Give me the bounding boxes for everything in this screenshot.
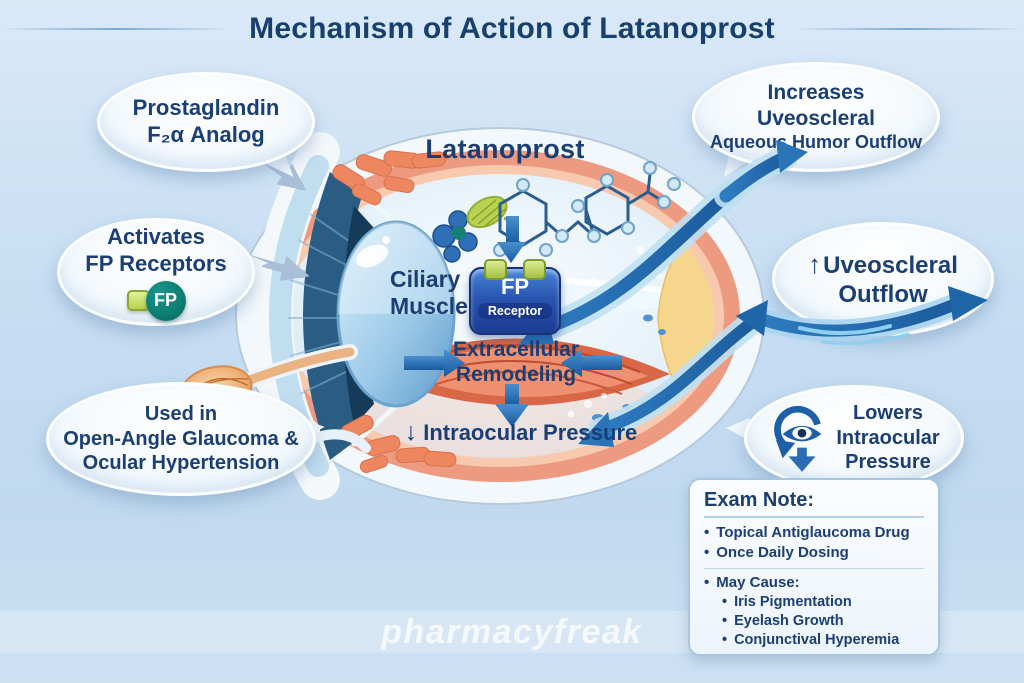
- fp-receptor-badge: FP Receptor: [469, 259, 561, 335]
- fp-circle-icon: FP: [145, 280, 186, 321]
- page-title: Mechanism of Action of Latanoprost: [249, 12, 775, 45]
- exam-note-header: Exam Note:: [704, 489, 924, 518]
- iop-label: ↓Intraocular Pressure: [398, 418, 644, 447]
- callout-line: Activates: [107, 224, 205, 250]
- title-rule-right: [792, 28, 1024, 30]
- remodeling-line1: Extracellular: [452, 338, 580, 361]
- up-arrow-icon: ↑: [808, 248, 822, 279]
- title-bar: Mechanism of Action of Latanoprost: [0, 12, 1024, 46]
- ciliary-line1: Ciliary: [390, 266, 461, 292]
- callout-line: FP Receptors: [85, 251, 227, 276]
- callout-line: Aqueous Humor Outflow: [710, 131, 922, 152]
- drug-label: Latanoprost: [425, 134, 585, 164]
- exam-note-item: • Topical Antiglaucoma Drug: [704, 524, 924, 541]
- bullet-icon: •: [722, 594, 728, 610]
- divider: [704, 568, 924, 569]
- watermark-text: pharmacyfreak: [381, 612, 643, 651]
- bullet-icon: •: [704, 524, 710, 541]
- exam-note-text: Topical Antiglaucoma Drug: [716, 524, 910, 541]
- bullet-icon: •: [722, 613, 728, 629]
- remodeling-line2: Remodeling: [455, 362, 577, 386]
- ciliary-line2: Muscle: [390, 293, 468, 320]
- bullet-icon: •: [704, 544, 710, 561]
- callout-text-block: Lowers Intraocular Pressure: [836, 401, 939, 474]
- iop-text: Intraocular Pressure: [423, 420, 638, 445]
- exam-note-item: • May Cause:: [704, 574, 924, 591]
- drug-to-receptor-arrow: [497, 216, 526, 263]
- remodeling-label: Extracellular Remodeling: [446, 338, 586, 388]
- callout-line: Outflow: [838, 281, 928, 309]
- callout-indications: Used in Open-Angle Glaucoma & Ocular Hyp…: [46, 382, 316, 496]
- exam-note-item: • Once Daily Dosing: [704, 544, 924, 561]
- callout-line: Ocular Hypertension: [82, 452, 280, 475]
- exam-note-text: Eyelash Growth: [734, 613, 844, 629]
- exam-note-text: Once Daily Dosing: [716, 544, 849, 561]
- receptor-binding-site-icon: [484, 259, 507, 280]
- receptor-binding-site-icon: [523, 259, 546, 280]
- callout-line: Increases: [767, 81, 865, 105]
- down-arrow-icon: ↓: [404, 418, 418, 446]
- callout-increases-outflow: Increases Uveoscleral Aqueous Humor Outf…: [692, 62, 940, 172]
- eye-pressure-icon: [774, 405, 822, 472]
- callout-line: Open-Angle Glaucoma &: [63, 427, 299, 450]
- ciliary-muscle-label: Ciliary Muscle: [390, 266, 494, 320]
- callout-prostaglandin-analog: Prostaglandin F₂α Analog: [97, 72, 315, 172]
- callout-line: Used in: [144, 403, 218, 426]
- callout-uveoscleral-outflow: ↑Uveoscleral Outflow: [772, 222, 994, 336]
- callout-activates-fp-receptors: Activates FP Receptors FP: [57, 218, 255, 326]
- bullet-icon: •: [704, 574, 710, 591]
- callout-line: Prostaglandin: [132, 95, 280, 121]
- fp-ligand-receptor-icon: FP: [126, 280, 186, 321]
- callout-line: Lowers: [852, 402, 923, 425]
- exam-note-text: May Cause:: [716, 574, 800, 591]
- latanoprost-molecule: [432, 161, 681, 263]
- callout-line: ↑Uveoscleral: [808, 249, 958, 281]
- callout-line: Pressure: [845, 451, 931, 474]
- callout-line: F₂α Analog: [147, 122, 265, 147]
- callout-line: Uveoscleral: [757, 107, 875, 131]
- exam-note-text: Conjunctival Hyperemia: [734, 632, 900, 648]
- exam-note-subitem: • Iris Pigmentation: [722, 594, 924, 610]
- fp-receptor-word: Receptor: [478, 303, 552, 319]
- callout-line: Intraocular: [836, 426, 940, 449]
- exam-note-text: Iris Pigmentation: [734, 594, 852, 610]
- exam-note-subitem: • Conjunctival Hyperemia: [722, 632, 924, 648]
- bullet-icon: •: [722, 632, 728, 648]
- remodeling-arrows: [404, 349, 622, 427]
- exam-note-subitem: • Eyelash Growth: [722, 613, 924, 629]
- callout-lowers-iop: Lowers Intraocular Pressure: [744, 385, 964, 491]
- callout-text: Uveoscleral: [823, 251, 958, 279]
- title-rule-left: [0, 28, 232, 30]
- exam-note-card: Exam Note: • Topical Antiglaucoma Drug •…: [688, 478, 940, 656]
